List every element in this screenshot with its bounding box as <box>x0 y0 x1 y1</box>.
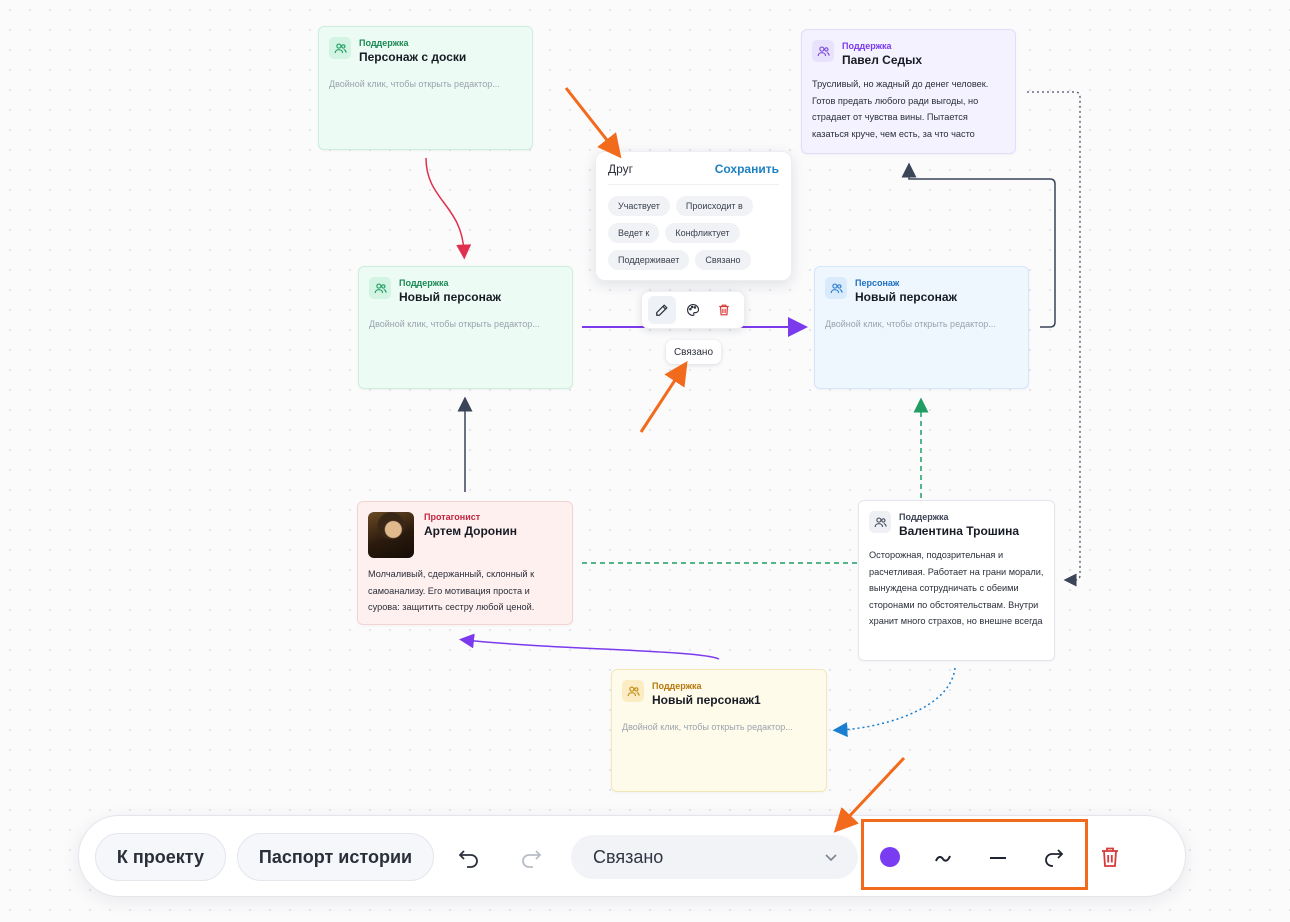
node-role: Поддержка <box>652 681 702 691</box>
annotation-arrow <box>564 87 622 159</box>
node-name: Персонаж с доски <box>359 50 467 64</box>
relation-type-value: Связано <box>593 846 664 867</box>
chip-conflicts[interactable]: Конфликтует <box>665 223 740 243</box>
node-name: Новый персонаж <box>399 290 502 304</box>
relation-type-select[interactable]: Связано <box>571 835 858 879</box>
pencil-icon[interactable] <box>647 296 676 324</box>
node-description: Молчаливый, сдержанный, склонный к самоа… <box>368 569 535 612</box>
chip-related[interactable]: Связано <box>695 250 751 270</box>
character-node-pavel[interactable]: Поддержка Павел Седых Трусливый, но жадн… <box>801 29 1016 154</box>
users-icon <box>622 680 644 702</box>
character-node-valentina[interactable]: Поддержка Валентина Трошина Осторожная, … <box>858 500 1055 661</box>
node-name: Павел Седых <box>842 53 923 67</box>
redo-icon[interactable] <box>517 845 545 871</box>
users-icon <box>869 511 891 533</box>
relation-title[interactable]: Друг <box>608 162 634 176</box>
palette-icon[interactable] <box>679 296 707 324</box>
users-icon <box>812 40 834 62</box>
bottom-toolbar: К проекту Паспорт истории Связано <box>78 815 1186 897</box>
node-hint: Двойной клик, чтобы открыть редактор... <box>622 722 793 732</box>
trash-icon[interactable] <box>1097 844 1123 870</box>
node-hint: Двойной клик, чтобы открыть редактор... <box>369 319 540 329</box>
node-description: Осторожная, подозрительная и расчетливая… <box>869 550 1044 626</box>
character-node-new1[interactable]: Поддержка Новый персонаж1 Двойной клик, … <box>611 669 827 792</box>
edge-style-group <box>861 819 1088 890</box>
node-role: Поддержка <box>899 512 949 522</box>
node-role: Поддержка <box>399 278 449 288</box>
story-passport-button[interactable]: Паспорт истории <box>237 833 434 881</box>
back-to-project-button[interactable]: К проекту <box>95 833 226 881</box>
users-icon <box>369 277 391 299</box>
node-role: Протагонист <box>424 512 481 522</box>
relation-chips: Участвует Происходит в Ведет к Конфликту… <box>608 196 779 270</box>
curve-icon[interactable] <box>931 846 955 870</box>
node-hint: Двойной клик, чтобы открыть редактор... <box>825 319 996 329</box>
character-node-persona-board[interactable]: Поддержка Персонаж с доски Двойной клик,… <box>318 26 533 150</box>
node-name: Новый персонаж <box>855 290 958 304</box>
node-hint: Двойной клик, чтобы открыть редактор... <box>329 79 500 89</box>
node-name: Валентина Трошина <box>899 524 1020 538</box>
relation-popup: Друг Сохранить Участвует Происходит в Ве… <box>595 151 792 281</box>
node-name: Новый персонаж1 <box>652 693 761 707</box>
node-role: Персонаж <box>855 278 900 288</box>
trash-icon[interactable] <box>710 296 738 324</box>
edge-color-swatch[interactable] <box>880 847 900 867</box>
users-icon <box>329 37 351 59</box>
character-node-new-left[interactable]: Поддержка Новый персонаж Двойной клик, ч… <box>358 266 573 389</box>
edge-label[interactable]: Связано <box>666 340 721 364</box>
chip-participates[interactable]: Участвует <box>608 196 670 216</box>
node-name: Артем Доронин <box>424 524 517 538</box>
arrow-end-icon[interactable] <box>1041 844 1067 870</box>
edge-toolbar <box>641 291 745 329</box>
edge-blue-dotted <box>832 667 956 738</box>
node-description: Трусливый, но жадный до денег человек. Г… <box>812 79 989 139</box>
character-node-new-right[interactable]: Персонаж Новый персонаж Двойной клик, чт… <box>814 266 1029 389</box>
avatar <box>368 512 414 558</box>
chip-supports[interactable]: Поддерживает <box>608 250 690 270</box>
node-role: Поддержка <box>359 38 409 48</box>
annotation-arrow <box>639 360 688 433</box>
chip-happens-in[interactable]: Происходит в <box>675 196 753 216</box>
chip-leads-to[interactable]: Ведет к <box>608 223 660 243</box>
character-node-artem[interactable]: Протагонист Артем Доронин Молчаливый, сд… <box>357 501 573 625</box>
users-icon <box>825 277 847 299</box>
edge-red <box>425 157 472 260</box>
node-role: Поддержка <box>842 41 892 51</box>
edge-violet-curve <box>459 633 720 660</box>
chevron-down-icon <box>825 854 837 862</box>
line-icon[interactable] <box>986 846 1010 870</box>
undo-icon[interactable] <box>455 845 483 871</box>
save-button[interactable]: Сохранить <box>714 162 779 176</box>
